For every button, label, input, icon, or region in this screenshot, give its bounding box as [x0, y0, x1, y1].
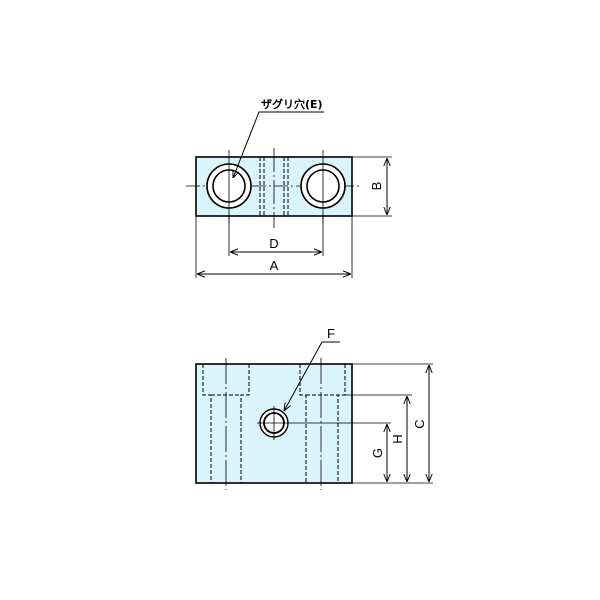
dimension-a: A: [195, 216, 353, 278]
top-view: ザグリ穴(E) B D A: [186, 97, 392, 278]
counterbore-label: ザグリ穴(E): [261, 97, 323, 111]
tapped-hole-label: F: [327, 326, 335, 341]
dimension-b: B: [352, 156, 392, 217]
tapped-hole: [257, 406, 291, 440]
dimension-c-label: C: [412, 419, 427, 428]
dimension-h: H: [390, 396, 407, 482]
right-counterbore-hole: [300, 150, 346, 224]
front-view: F G H C: [195, 326, 433, 490]
dimension-c: C: [412, 365, 429, 482]
dimension-g: G: [370, 424, 387, 482]
dimension-g-label: G: [370, 448, 385, 458]
dimension-b-label: B: [369, 182, 384, 191]
tapped-hole-callout: F: [284, 326, 340, 411]
right-counterbore-hidden: [299, 364, 346, 483]
dimension-d: D: [228, 216, 324, 256]
dimension-d-label: D: [269, 236, 278, 251]
counterbore-callout: ザグリ穴(E): [233, 97, 324, 178]
dimension-a-label: A: [270, 258, 279, 273]
hidden-tapped-hole: [259, 157, 289, 216]
dimension-h-label: H: [390, 434, 405, 443]
